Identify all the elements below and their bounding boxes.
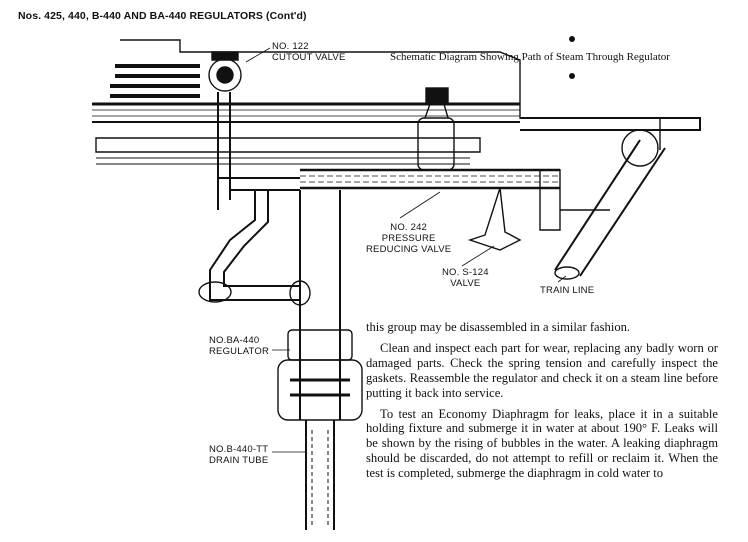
vertical-feed-pipe [217,92,231,210]
underframe-channel [95,137,481,153]
pressure-reducing-valve-body [417,117,455,171]
train-line-pipe [554,139,666,277]
upper-pipes [110,64,200,98]
car-frame-hatch [92,109,520,117]
label-s124-valve: NO. S-124 VALVE [442,267,489,289]
label-cutout-valve: NO. 122 CUTOUT VALVE [272,41,346,63]
label-ba440-regulator: NO.BA-440 REGULATOR [209,335,270,357]
page-header: Nos. 425, 440, B-440 AND BA-440 REGULATO… [18,10,307,22]
underframe-flange [96,157,470,165]
diagram-caption: Schematic Diagram Showing Path of Steam … [390,51,670,63]
main-steam-line [300,168,560,190]
drain-tube [305,420,335,530]
paragraph-3: To test an Economy Diaphragm for leaks, … [366,406,718,481]
body-text: this group may be disassembled in a simi… [366,320,718,481]
label-train-line: TRAIN LINE [540,285,595,296]
paragraph-2: Clean and inspect each part for wear, re… [366,340,718,400]
bullet-bottom [569,73,575,79]
paragraph-1: this group may be disassembled in a simi… [366,320,631,334]
label-pressure-reducing-valve: NO. 242 PRESSURE REDUCING VALVE [366,222,452,255]
regulator-column [299,190,341,420]
car-frame-outline [120,39,661,150]
bullet-top [569,36,575,42]
s124-valve-body [467,187,522,251]
regulator-bonnet [287,329,353,361]
regulator-diaphragm-chamber [277,359,363,421]
label-drain-tube: NO.B-440-TT DRAIN TUBE [209,444,269,466]
